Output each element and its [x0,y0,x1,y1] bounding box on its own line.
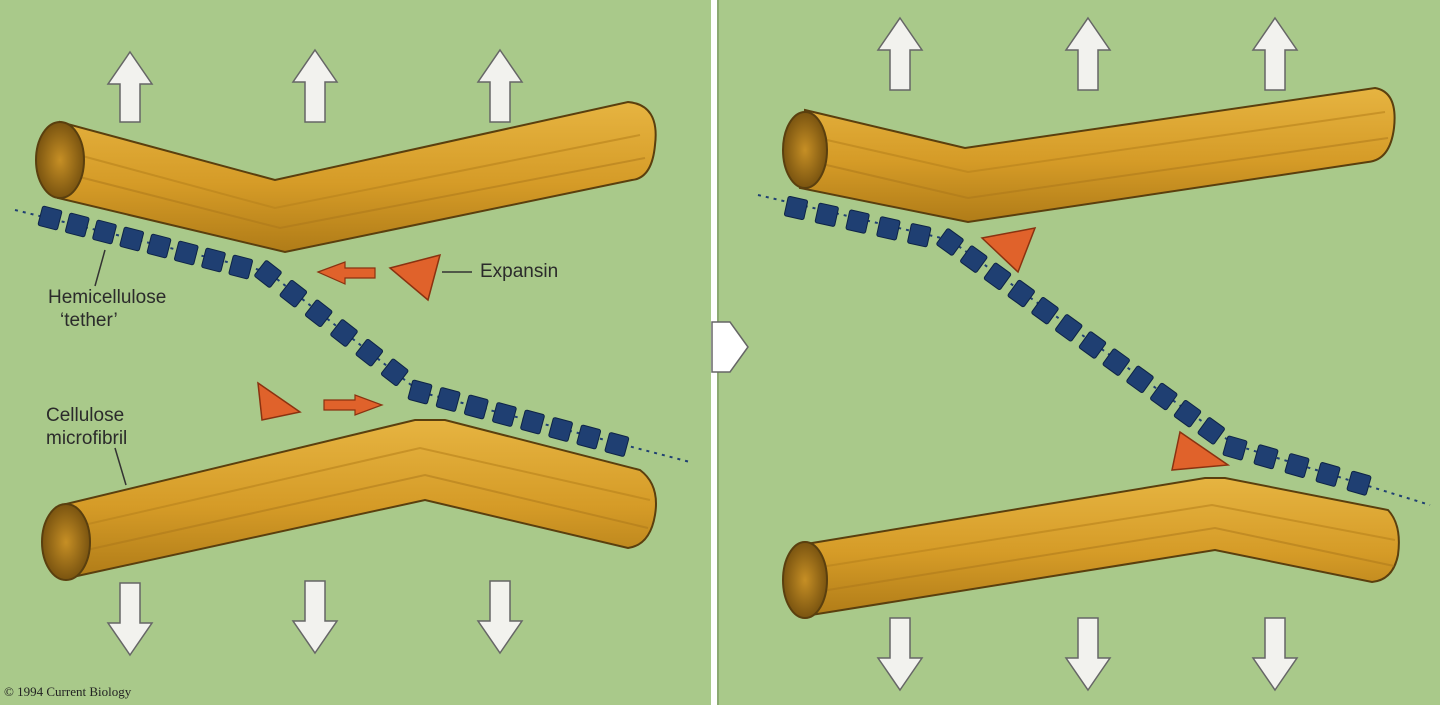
tether-bead [983,262,1012,291]
tether-bead [576,424,602,450]
tether-bead [174,240,199,266]
tether-bead [548,417,573,442]
tether-bead [355,338,384,367]
tether-bead [1031,296,1059,325]
expansin-triangle-icon [388,253,442,302]
cellulose-microfibril-top [782,86,1396,224]
expansin-triangle-icon [1171,430,1231,471]
down-arrow-icon [476,580,524,655]
down-arrow-icon [876,617,924,692]
tether-bead [92,219,117,245]
stress-arrows-up [106,48,524,123]
up-arrow-icon [1064,16,1112,91]
tether-bead [960,245,988,273]
hemicellulose-label: Hemicellulose [48,287,167,308]
tether-bead [936,228,964,256]
hemicellulose-tether [14,205,691,463]
tether-bead [65,212,90,238]
tether-bead [435,387,461,412]
down-arrow-icon [291,580,339,655]
cellulose-leader-line [114,447,127,486]
expansin-triangle-icon [980,227,1037,274]
tether-beads [783,195,1372,496]
stress-arrows-down [876,617,1299,692]
copyright-text: © 1994 Current Biology [4,684,132,699]
cellulose-microfibril-top [35,100,657,254]
cellulose-label: Cellulose [46,405,125,426]
tether-bead [228,254,253,280]
tether-bead [492,402,517,427]
tether-bead [146,233,172,259]
tether-bead [1078,331,1107,359]
tether-bead [845,209,870,234]
down-arrow-icon [106,582,154,657]
tether-bead [1197,417,1225,445]
hemicellulose-leader-line [94,249,106,287]
panel-after [757,16,1431,692]
tether-label: ‘tether’ [60,310,118,331]
chevron-right-icon [711,321,749,373]
cellulose-microfibril-bottom [782,477,1400,619]
microfibril-label: microfibril [46,428,128,449]
tether-bead [1173,399,1202,428]
tether-beads [37,205,630,457]
tether-bead [907,223,932,248]
up-arrow-icon [291,48,339,123]
tether-bead [380,358,409,387]
tether-bead [876,216,901,241]
tether-bead [1055,314,1083,342]
up-arrow-icon [476,48,524,123]
expansin-label: Expansin [480,261,559,282]
tether-bead [520,409,545,435]
tether-bead [604,432,630,457]
tether-bead [463,394,489,420]
tether-bead [201,247,226,273]
tether-bead [814,202,839,227]
stress-arrows-down [106,580,524,657]
down-arrow-icon [1251,617,1299,692]
tether-bead [1253,444,1279,470]
left-arrow-icon [316,261,376,285]
tether-bead [407,379,433,405]
tether-bead [1284,453,1310,478]
tether-bead [1346,470,1372,496]
tether-bead [1102,348,1130,376]
tether-bead [783,195,809,221]
tether-bead [1315,462,1341,487]
tether-bead [279,279,308,308]
cellulose-microfibril-bottom [41,419,657,581]
up-arrow-icon [1251,16,1299,91]
right-arrow-icon [323,394,384,416]
up-arrow-icon [106,50,154,123]
tether-bead [254,260,282,288]
tether-bead [330,319,358,347]
expansin-triangle-icon [257,381,302,421]
tether-bead [1222,435,1248,461]
tether-bead [1150,382,1178,411]
down-arrow-icon [1064,617,1112,692]
tether-bead [304,299,333,328]
tether-bead [37,205,63,231]
hemicellulose-tether [757,194,1431,506]
tether-bead [1007,279,1035,308]
tether-bead [1126,365,1154,394]
up-arrow-icon [876,16,924,91]
tether-bead [119,226,144,252]
panel-before [14,48,691,657]
stress-arrows-up [876,16,1299,91]
